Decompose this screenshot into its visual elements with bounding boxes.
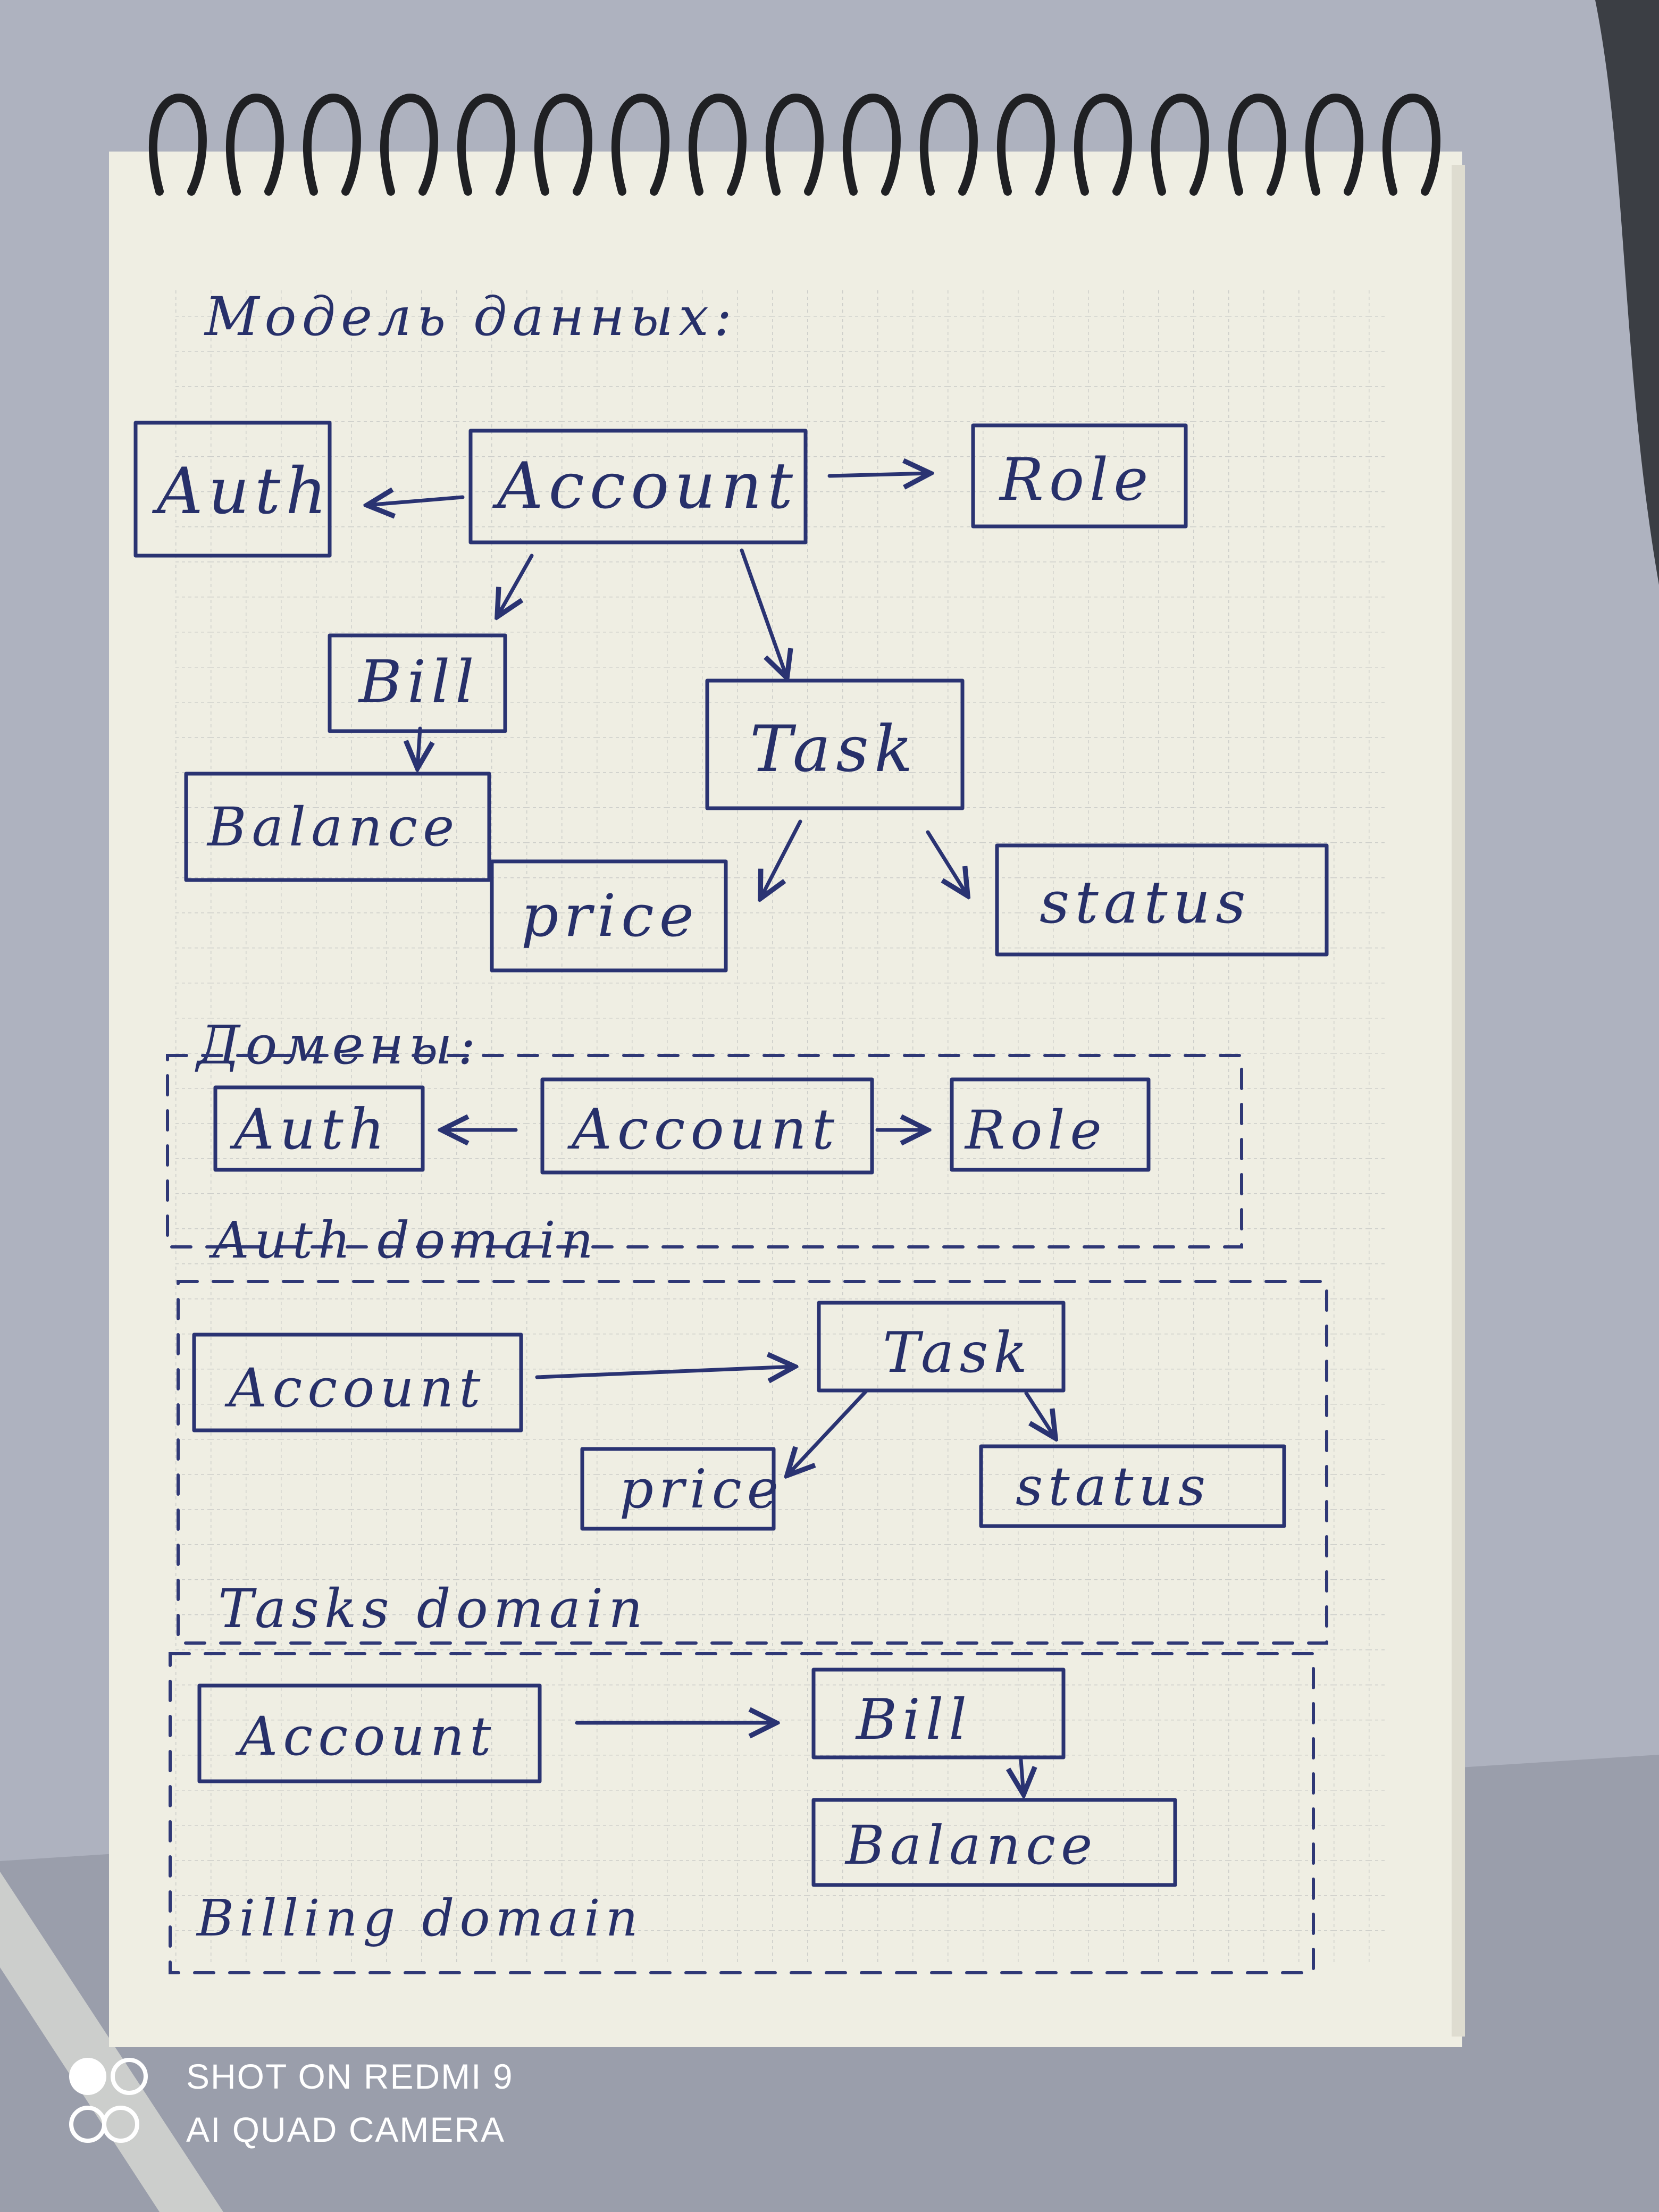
model-auth-label: Auth bbox=[152, 455, 332, 529]
billing-domain-balance-box bbox=[811, 1798, 1177, 1887]
model-auth-box bbox=[133, 421, 332, 558]
model-status-box bbox=[995, 843, 1329, 957]
auth-domain-auth-label: Auth bbox=[230, 1097, 390, 1162]
billing-domain-bill-label: Bill bbox=[855, 1687, 972, 1752]
billing-domain-border bbox=[169, 1652, 1315, 1974]
model-balance-box bbox=[184, 772, 491, 882]
auth-domain-account-label: Account bbox=[567, 1097, 840, 1162]
auth-domain-role-label: Role bbox=[964, 1099, 1107, 1161]
billing-domain-account-label: Account bbox=[235, 1705, 496, 1767]
arrow-account-role bbox=[827, 473, 931, 476]
camera-logo-icon bbox=[69, 2052, 154, 2154]
spiral-binding bbox=[149, 94, 1440, 196]
domains-title: Домены: bbox=[195, 1014, 481, 1076]
camera-watermark: SHOT ON REDMI 9 AI QUAD CAMERA bbox=[186, 2050, 514, 2156]
model-title: Модель данных: bbox=[204, 286, 737, 348]
notebook-page bbox=[109, 152, 1465, 2047]
billing-domain-arrow-balance bbox=[1021, 1758, 1024, 1795]
tasks-domain-border bbox=[177, 1280, 1328, 1645]
auth-domain-auth-box bbox=[213, 1085, 425, 1172]
arrow-task-price bbox=[760, 819, 802, 899]
tasks-domain-arrow-task bbox=[535, 1367, 795, 1377]
tasks-domain-task-label: Task bbox=[883, 1320, 1033, 1385]
billing-domain-balance-label: Balance bbox=[844, 1814, 1097, 1876]
model-role-label: Role bbox=[999, 446, 1153, 514]
auth-domain-label: Auth domain bbox=[208, 1211, 599, 1270]
model-price-label: price bbox=[521, 882, 699, 950]
billing-domain-account-box bbox=[197, 1683, 542, 1783]
tasks-domain-account-box bbox=[192, 1333, 523, 1432]
billing-domain-bill-box bbox=[811, 1668, 1066, 1759]
auth-domain-border bbox=[166, 1054, 1243, 1249]
model-account-box bbox=[468, 429, 808, 544]
model-balance-label: Balance bbox=[206, 796, 459, 858]
model-bill-box bbox=[328, 633, 507, 733]
model-price-box bbox=[490, 859, 728, 973]
auth-domain-account-box bbox=[540, 1077, 874, 1175]
model-task-box bbox=[705, 678, 965, 810]
tasks-domain-price-label: price bbox=[619, 1458, 784, 1520]
arrow-account-auth bbox=[367, 497, 465, 505]
tasks-domain-task-box bbox=[817, 1301, 1066, 1393]
model-status-label: status bbox=[1040, 868, 1251, 936]
tasks-domain-label: Tasks domain bbox=[218, 1578, 648, 1640]
watermark-line-2: AI QUAD CAMERA bbox=[186, 2110, 506, 2149]
tasks-domain-status-box bbox=[979, 1444, 1286, 1528]
watermark-line-1: SHOT ON REDMI 9 bbox=[186, 2057, 514, 2096]
model-bill-label: Bill bbox=[358, 648, 479, 716]
auth-domain-role-box bbox=[950, 1077, 1151, 1172]
tasks-domain-price-box bbox=[580, 1447, 776, 1531]
tasks-domain-status-label: status bbox=[1016, 1455, 1211, 1518]
tasks-domain-arrow-status bbox=[1024, 1391, 1055, 1438]
arrow-bill-balance bbox=[417, 726, 420, 768]
tasks-domain-arrow-price bbox=[787, 1388, 869, 1476]
model-role-box bbox=[971, 423, 1188, 529]
tasks-domain-account-label: Account bbox=[224, 1357, 485, 1419]
billing-domain-label: Billing domain bbox=[196, 1889, 643, 1948]
model-task-label: Task bbox=[750, 713, 918, 786]
arrow-task-status bbox=[926, 830, 968, 896]
arrow-account-task bbox=[740, 548, 787, 678]
model-account-label: Account bbox=[492, 449, 798, 523]
arrow-account-bill bbox=[497, 554, 534, 617]
